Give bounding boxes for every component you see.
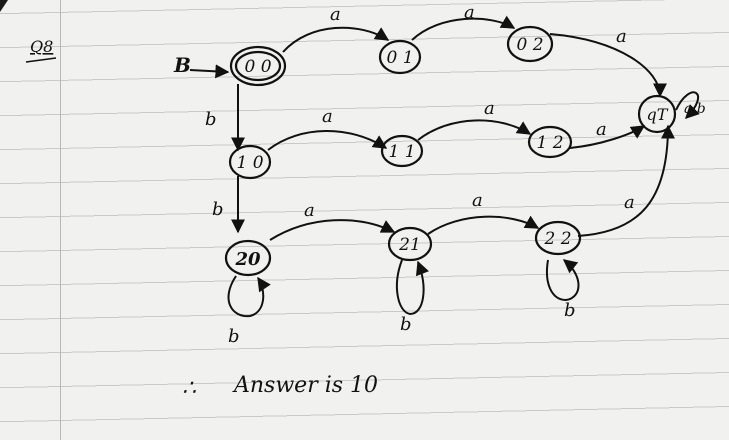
edge-label-loop-21: b: [400, 314, 412, 335]
edge-10-11: [267, 130, 388, 151]
edge-00-01: [282, 26, 390, 53]
edge-12-qT: [569, 125, 646, 149]
loop-qT: [675, 91, 700, 119]
edge-21-22: [427, 215, 540, 235]
edge-label-20-21: a: [304, 200, 315, 221]
state-label: 21: [398, 235, 421, 255]
edge-02-qT: [549, 33, 667, 98]
edge-label-10-20: b: [212, 199, 224, 220]
state-label: 1 1: [388, 142, 415, 162]
edge-20-21: [269, 219, 396, 241]
state-20: 20: [224, 239, 272, 277]
edge-label-21-22: a: [472, 190, 483, 211]
state-21: 21: [387, 226, 433, 262]
state-qT: qT: [637, 94, 677, 134]
margin-line: [60, 0, 61, 440]
state-label: 20: [234, 249, 261, 270]
loop-22: [546, 259, 580, 302]
state-label: 0 2: [516, 35, 543, 55]
edge-label-02-qT: a: [616, 26, 627, 47]
state-10: 1 0: [228, 144, 272, 180]
state-label: 0 1: [386, 48, 413, 68]
therefore-symbol: ∴: [182, 376, 196, 401]
state-22: 2 2: [534, 220, 582, 256]
edge-label-00-01: a: [330, 4, 341, 25]
edge-01-02: [411, 15, 516, 41]
question-label: Q8: [30, 37, 53, 56]
loop-20: [227, 275, 271, 318]
state-11: 1 1: [380, 134, 424, 168]
edge-label-00-10: b: [205, 109, 217, 130]
edge-label-10-11: a: [322, 106, 333, 127]
start-arrow: [189, 64, 230, 79]
edge-22-qT: [577, 124, 675, 237]
state-label: qT: [647, 105, 669, 124]
answer-text: Answer is 10: [232, 373, 378, 398]
state-label: 1 2: [536, 133, 563, 153]
state-00: 0 0: [229, 45, 287, 87]
state-label: 2 2: [543, 229, 571, 249]
edge-label-12-qT: a: [596, 119, 607, 140]
edge-label-loop-22: b: [564, 300, 576, 321]
edge-label-11-12: a: [484, 98, 495, 119]
state-12: 1 2: [527, 125, 573, 159]
state-label: 0 0: [244, 57, 271, 77]
edge-11-12: [417, 119, 532, 141]
loop-21: [395, 259, 430, 316]
edge-label-loop-qT: a,b: [684, 101, 706, 117]
state-label: 1 0: [236, 153, 263, 173]
state-02: 0 2: [506, 25, 554, 63]
edge-label-22-qT: a: [624, 192, 635, 213]
state-01: 0 1: [378, 39, 422, 75]
edge-label-loop-20: b: [228, 326, 240, 347]
edge-label-01-02: a: [464, 2, 475, 23]
start-label: B: [173, 53, 191, 77]
